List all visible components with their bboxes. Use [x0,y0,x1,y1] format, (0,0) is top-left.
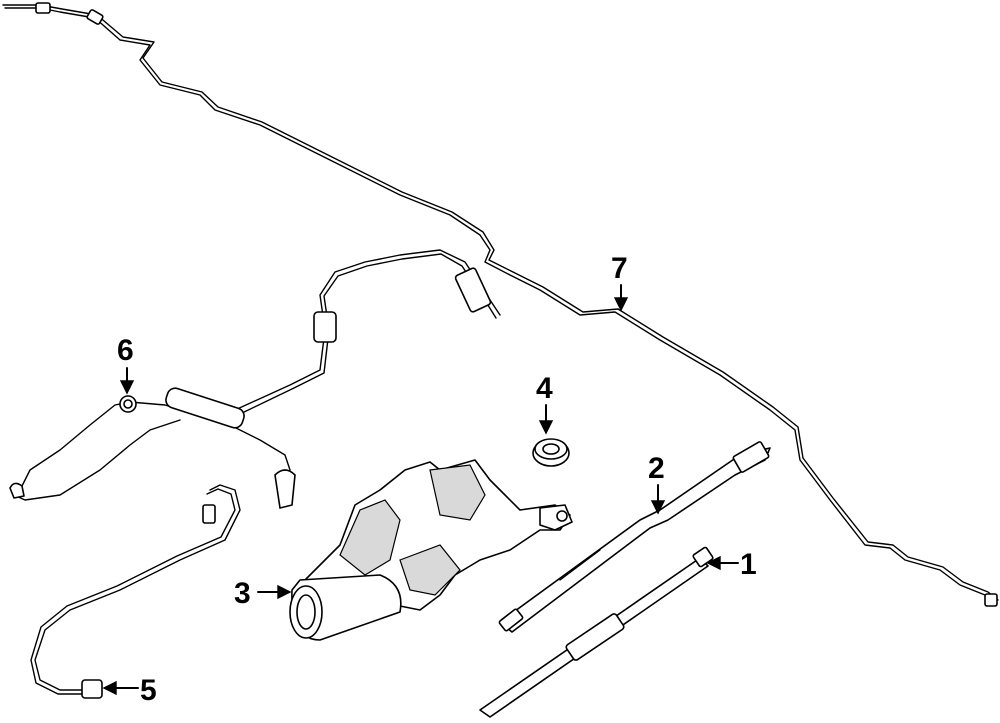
wiper-blade [479,546,714,718]
callout-7-leader [613,284,629,312]
wiper-arm [498,441,771,633]
washer-hose-long [2,2,999,607]
callout-6: 6 [117,334,134,367]
callout-4-leader [538,404,554,435]
washer-tube [30,484,241,699]
washer-hose-assembly [9,249,501,509]
callout-5: 5 [140,674,157,707]
callout-2: 2 [648,452,665,485]
wiper-motor [289,459,573,641]
callout-1: 1 [740,548,757,581]
callout-5-leader [102,680,139,696]
callout-1-leader [706,555,739,571]
callout-3: 3 [234,577,251,610]
grommet [532,438,570,467]
callout-7: 7 [611,252,628,285]
callout-3-leader [257,584,292,600]
callout-2-leader [650,484,666,515]
callout-4: 4 [536,372,553,405]
callout-6-leader [119,367,135,395]
